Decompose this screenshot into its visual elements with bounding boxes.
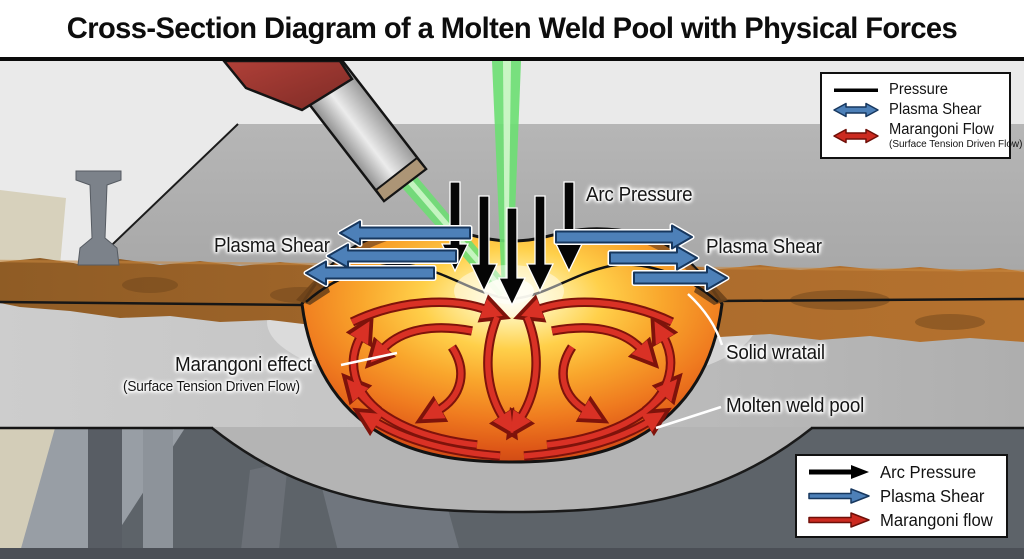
weld-bead-underside: [212, 427, 812, 512]
legend-label: Plasma Shear: [889, 101, 982, 119]
callout-lines: [340, 293, 724, 430]
legend-label: Marangoni Flow (Surface Tension Driven F…: [889, 121, 1023, 150]
legend-label: Arc Pressure: [880, 461, 977, 482]
pressure-line-icon: [832, 82, 880, 98]
marangoni-arrow-icon: [807, 510, 871, 530]
label-marangoni-sub: (Surface Tension Driven Flow): [123, 379, 300, 395]
arc-pressure-arrow: [469, 195, 499, 293]
legend-label: Pressure: [889, 81, 948, 99]
label-plasma-shear-right: Plasma Shear: [706, 236, 822, 258]
callout-molten-pool: [655, 405, 722, 430]
floor-shadow: [0, 548, 1024, 559]
table-leg-dark: [88, 428, 122, 559]
table-front-beige: [0, 428, 56, 559]
plasma-shear-arrows: [303, 219, 730, 292]
label-molten-weld-pool: Molten weld pool: [726, 395, 865, 417]
arc-pressure-arrow: [525, 195, 555, 293]
plasma-shear-arrow-right: [555, 224, 693, 250]
plasma-shear-double-arrow-icon: [832, 100, 880, 120]
legend-label: Marangoni flow: [880, 509, 993, 530]
plasma-shear-arrow-right: [609, 245, 698, 271]
table-leg-light: [143, 428, 173, 559]
marangoni-flow-arrows: [341, 294, 683, 461]
marangoni-double-arrow-icon: [832, 126, 880, 146]
table-leg-mid: [240, 462, 288, 559]
label-plasma-shear-left: Plasma Shear: [214, 235, 330, 257]
table-surface: [0, 190, 66, 266]
plasma-shear-arrow-icon: [807, 486, 871, 506]
legend-label: Plasma Shear: [880, 485, 985, 506]
legend-row-plasma-shear: Plasma Shear: [822, 100, 1009, 120]
legend-row-marangoni: Marangoni Flow (Surface Tension Driven F…: [822, 122, 1022, 149]
arc-pressure-arrow-icon: [807, 462, 871, 482]
arc-pressure-arrow: [497, 207, 527, 307]
legend-row-plasma-shear: Plasma Shear: [797, 486, 1006, 507]
callout-marangoni: [340, 351, 398, 367]
plasma-shear-arrow-left: [339, 220, 471, 246]
welding-torch: [221, 57, 428, 203]
legend-bottom: Arc Pressure Plasma Shear Marangoni flow: [795, 454, 1008, 538]
torch-tip: [374, 156, 428, 203]
legend-row-marangoni: Marangoni flow: [797, 510, 1006, 531]
page-title: Cross-Section Diagram of a Molten Weld P…: [66, 11, 958, 45]
label-arc-pressure: Arc Pressure: [586, 184, 693, 206]
title-bar: Cross-Section Diagram of a Molten Weld P…: [0, 0, 1024, 61]
plasma-shear-arrow-left: [327, 243, 457, 269]
legend-row-pressure: Pressure: [822, 82, 1009, 98]
torch-body: [221, 59, 354, 112]
legend-row-arc-pressure: Arc Pressure: [797, 462, 1006, 483]
plasma-shear-arrow-left: [305, 260, 435, 286]
label-marangoni-effect: Marangoni effect: [175, 354, 312, 376]
legend-top: Pressure Plasma Shear Marangoni Flow (Su…: [820, 72, 1022, 159]
legend-sublabel: (Surface Tension Driven Flow): [889, 137, 1023, 150]
label-solid-wratail: Solid wratail: [726, 342, 825, 364]
rail-object: [75, 170, 122, 266]
callout-solid-wratail: [687, 293, 724, 346]
plasma-shear-arrow-right: [633, 265, 728, 291]
